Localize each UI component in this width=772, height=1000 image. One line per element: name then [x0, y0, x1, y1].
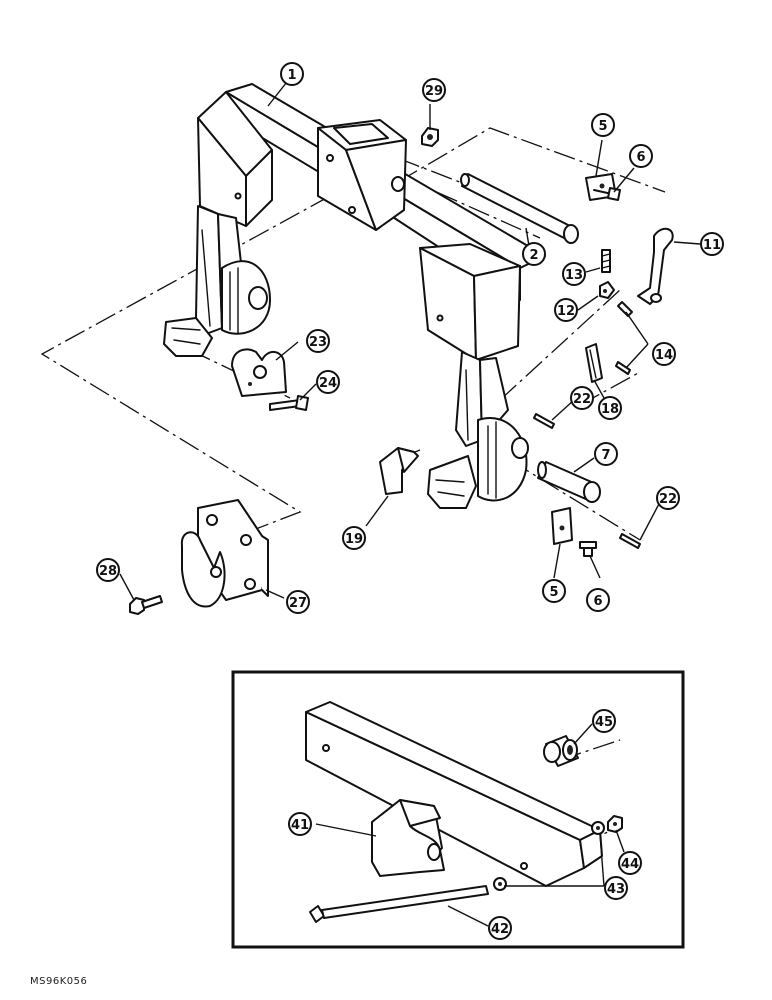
- pin-2: [460, 173, 579, 244]
- callout-label: 5: [598, 119, 607, 134]
- callout-label: 44: [621, 857, 639, 872]
- inset-frame: [231, 670, 685, 949]
- washer-43-lower: [493, 877, 507, 891]
- callout-24: 24: [316, 370, 340, 394]
- bolt-6-lower: [579, 541, 597, 557]
- callout-label: 27: [289, 596, 307, 611]
- callout-label: 1: [287, 68, 296, 83]
- callout-1: 1: [280, 62, 304, 86]
- callout-label: 22: [573, 392, 591, 407]
- callout-27: 27: [286, 590, 310, 614]
- callout-13: 13: [562, 262, 586, 286]
- callout-label: 13: [565, 268, 583, 283]
- callout-label: 24: [319, 376, 337, 391]
- plate-5-lower: [551, 507, 573, 545]
- pin-22-upper: [533, 413, 555, 429]
- nut-29: [421, 127, 439, 147]
- callout-6-lower: 6: [586, 588, 610, 612]
- washer-43-upper: [591, 821, 605, 835]
- callout-label: 6: [593, 594, 602, 609]
- callout-41: 41: [288, 812, 312, 836]
- callout-6-top: 6: [629, 144, 653, 168]
- main-frame: [163, 83, 546, 509]
- callout-45: 45: [592, 709, 616, 733]
- drawing-code: MS96K056: [30, 976, 88, 987]
- callout-label: 43: [607, 882, 625, 897]
- callout-22-lower: 22: [656, 486, 680, 510]
- callout-7: 7: [594, 442, 618, 466]
- callout-19: 19: [342, 526, 366, 550]
- bracket-19: [379, 447, 419, 495]
- hook-bracket-27: [180, 499, 269, 608]
- callout-2: 2: [522, 242, 546, 266]
- callout-label: 14: [655, 348, 673, 363]
- callout-29: 29: [422, 78, 446, 102]
- callout-42: 42: [488, 916, 512, 940]
- callout-label: 19: [345, 532, 363, 547]
- bushing-45: [543, 735, 579, 767]
- callout-12: 12: [554, 298, 578, 322]
- callout-label: 29: [425, 84, 443, 99]
- callout-label: 11: [703, 238, 721, 253]
- callout-label: 12: [557, 304, 575, 319]
- callout-14: 14: [652, 342, 676, 366]
- drawbar-41: [305, 701, 603, 887]
- callout-label: 22: [659, 492, 677, 507]
- callout-5-top: 5: [591, 113, 615, 137]
- callout-18: 18: [598, 396, 622, 420]
- callout-label: 18: [601, 402, 619, 417]
- block-12: [599, 281, 615, 299]
- callout-23: 23: [306, 329, 330, 353]
- callout-label: 6: [636, 150, 645, 165]
- callout-label: 41: [291, 818, 309, 833]
- pin-22-lower: [619, 533, 641, 549]
- pin-7: [537, 461, 601, 503]
- spacer-23: [231, 348, 287, 397]
- callout-5-lower: 5: [542, 579, 566, 603]
- callout-leaders: [119, 77, 701, 927]
- callout-label: 23: [309, 335, 327, 350]
- latch-18: [585, 343, 603, 383]
- bolt-28: [129, 595, 163, 615]
- callout-label: 5: [549, 585, 558, 600]
- nut-44: [607, 815, 623, 833]
- callout-label: 42: [491, 922, 509, 937]
- callout-43: 43: [604, 876, 628, 900]
- callout-44: 44: [618, 851, 642, 875]
- bolt-24: [269, 395, 309, 411]
- callout-label: 45: [595, 715, 613, 730]
- bolt-42: [309, 885, 489, 923]
- callout-label: 7: [601, 448, 610, 463]
- lever-11: [637, 227, 674, 305]
- callout-label: 2: [529, 248, 538, 263]
- spring-13: [601, 249, 611, 273]
- callout-28: 28: [96, 558, 120, 582]
- callout-11: 11: [700, 232, 724, 256]
- callout-22-upper: 22: [570, 386, 594, 410]
- callout-label: 28: [99, 564, 117, 579]
